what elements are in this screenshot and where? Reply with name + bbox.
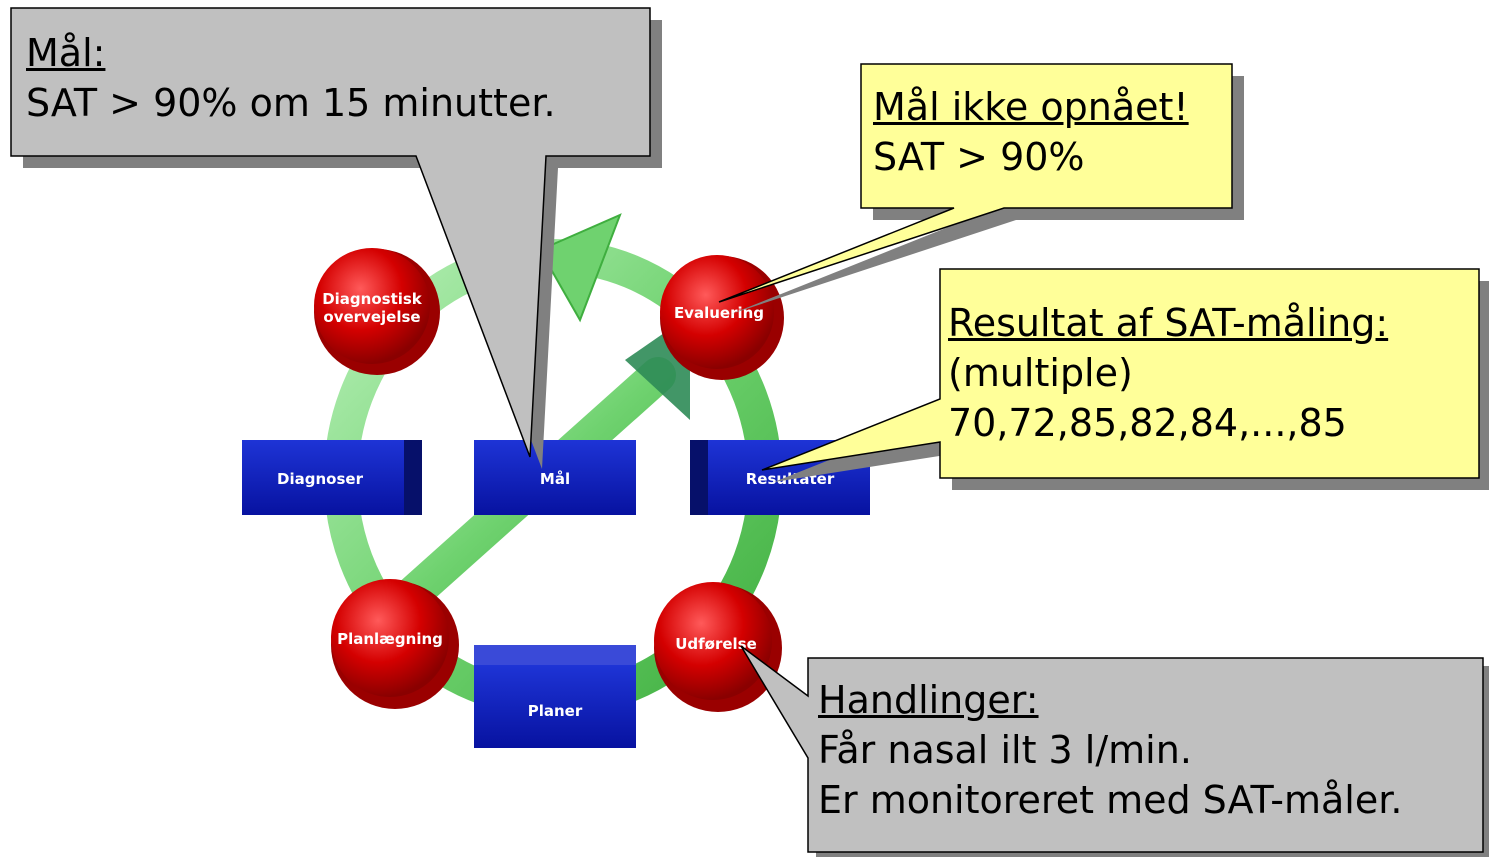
node-udforelse: Udførelse [654,582,782,712]
callout-resultat: Resultat af SAT-måling: (multiple) 70,72… [948,298,1388,448]
svg-text:Udførelse: Udførelse [675,635,757,653]
svg-text:overvejelse: overvejelse [323,308,420,326]
svg-text:Mål: Mål [540,470,570,488]
callout-maal-line: SAT > 90% om 15 minutter. [26,81,556,125]
svg-text:Planer: Planer [528,702,583,720]
callout-handlinger-line-1: Får nasal ilt 3 l/min. [818,728,1192,772]
callout-handlinger-shape [740,645,1489,857]
svg-text:Diagnoser: Diagnoser [277,470,364,488]
node-maal: Mål [474,440,636,515]
callout-handlinger-line-2: Er monitoreret med SAT-måler. [818,778,1403,822]
node-planlaegning: Planlægning [331,579,459,709]
callout-resultat-heading: Resultat af SAT-måling: [948,301,1389,345]
callout-resultat-line-2: 70,72,85,82,84,...,85 [948,401,1347,445]
svg-text:Evaluering: Evaluering [674,304,764,322]
node-diagnostisk-overvejelse: Diagnostisk overvejelse [314,248,440,375]
svg-text:Diagnostisk: Diagnostisk [322,290,423,308]
node-diagnoser: Diagnoser [242,440,422,515]
callout-maal-ikke: Mål ikke opnået! SAT > 90% [873,82,1189,182]
callout-maal-heading: Mål: [26,31,106,75]
callout-resultat-line-1: (multiple) [948,351,1133,395]
callout-handlinger-heading: Handlinger: [818,678,1039,722]
callout-maal-ikke-line: SAT > 90% [873,135,1085,179]
callout-maal-shape [10,7,662,469]
callout-maal: Mål: SAT > 90% om 15 minutter. [26,28,556,128]
callout-resultat-shape [761,268,1489,490]
svg-text:Planlægning: Planlægning [337,630,443,648]
callout-maal-ikke-heading: Mål ikke opnået! [873,85,1189,129]
top-arrow-head [538,213,622,323]
node-evaluering: Evaluering [660,255,784,380]
callout-handlinger: Handlinger: Får nasal ilt 3 l/min. Er mo… [818,675,1402,825]
callout-maal-ikke-shape [718,63,1244,314]
node-planer: Planer [474,645,636,748]
